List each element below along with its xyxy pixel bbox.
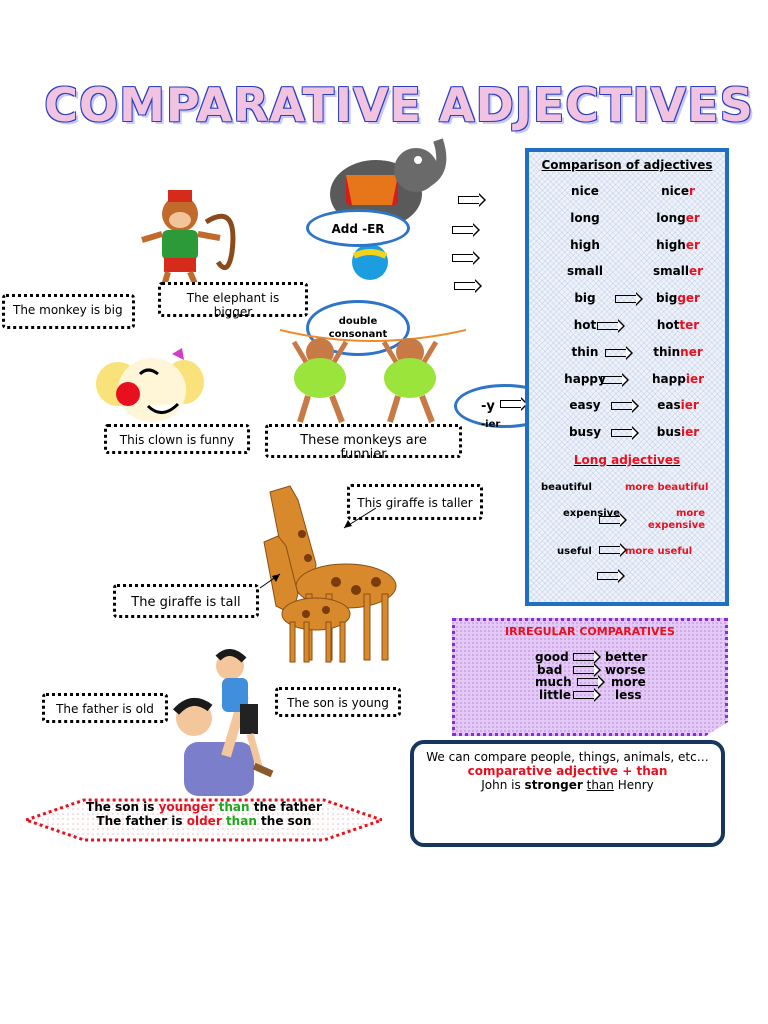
irregular-base: bad (537, 662, 563, 677)
adjective-base: happy (564, 371, 606, 386)
adjective-base: busy (568, 425, 602, 440)
long-adjective-base: expensive (563, 508, 620, 519)
long-adjective-base: useful (557, 546, 592, 557)
arrow-icon (599, 543, 627, 557)
adjective-base: big (574, 291, 596, 306)
note-line-1: We can compare people, things, animals, … (426, 750, 709, 764)
adjective-base: long (570, 210, 600, 225)
arrow-icon (573, 687, 601, 702)
add-er-text: Add -ER (331, 222, 385, 236)
long-adjectives-title: Long adjectives (573, 453, 681, 467)
arrow-icon (500, 397, 528, 411)
elephant-illustration (330, 138, 447, 280)
summary-line-1: The son is younger than the father (86, 800, 322, 814)
adjective-base: easy (569, 398, 601, 413)
adjective-base: nice (571, 184, 599, 198)
page-title: COMPARATIVE ADJECTIVES (44, 78, 754, 132)
long-adjective-comparative: more useful (625, 546, 693, 557)
irregular-comparative: better (605, 650, 648, 664)
long-adjective-comparative: more expensive (648, 508, 705, 531)
summary-line-2: The father is older than the son (96, 814, 312, 828)
adjective-comparative: longer (656, 210, 700, 225)
adjective-comparative: nicer (661, 184, 695, 198)
adjective-comparative: thinner (653, 344, 703, 359)
giraffes-illustration (263, 485, 397, 663)
clown-label: This clown is funny (104, 424, 250, 454)
monkey-label: The monkey is big (2, 294, 135, 329)
adjective-comparative: bigger (656, 291, 700, 306)
arrow-icon (452, 223, 480, 237)
arrow-icon (605, 345, 633, 360)
adjective-base: thin (571, 344, 599, 359)
irregular-base: little (539, 687, 571, 702)
irregular-title: IRREGULAR COMPARATIVES (505, 625, 675, 638)
comparison-title: Comparison of adjectives (541, 158, 713, 172)
monkeys-illustration (280, 329, 466, 424)
comparison-note-box: We can compare people, things, animals, … (410, 740, 725, 847)
arrow-icon (611, 426, 639, 441)
irregular-comparatives-box: IRREGULAR COMPARATIVES good better bad wors… (452, 618, 728, 736)
adjective-comparative: smaller (652, 264, 704, 279)
adjective-comparative: easier (657, 398, 699, 413)
arrow-icon (458, 193, 486, 207)
arrow-icon (452, 251, 480, 265)
irregular-comparative: more (611, 675, 646, 689)
pointer-arrow (259, 573, 281, 589)
arrow-icon (573, 662, 601, 677)
long-adjective-base: beautiful (541, 482, 592, 493)
irregular-comparative: less (615, 687, 642, 702)
arrow-icon (573, 650, 601, 664)
father-son-illustration (173, 649, 274, 796)
arrow-icon (597, 319, 625, 333)
monkeys-label: These monkeys are funnier (265, 424, 462, 462)
pointer-arrow (343, 507, 377, 529)
long-adjective-comparative: more beautiful (625, 482, 709, 493)
son-label: The son is young (275, 687, 401, 717)
elephant-label: The elephant is bigger (158, 282, 308, 319)
irregular-base: good (535, 650, 569, 664)
irregular-comparative: worse (605, 662, 646, 677)
adjective-base: high (570, 237, 600, 252)
adjective-comparative: hotter (656, 318, 700, 332)
adjective-comparative: busier (656, 425, 700, 440)
adjective-comparative: higher (656, 237, 700, 252)
giraffe-tall-label: The giraffe is tall (113, 584, 259, 618)
note-line-2: comparative adjective + than (467, 764, 668, 778)
summary-text: The son is younger than the father The f… (26, 800, 382, 828)
adjective-comparative: happier (652, 371, 704, 386)
arrow-icon (577, 675, 605, 689)
arrow-icon (599, 513, 627, 527)
add-er-cloud: Add -ER (306, 209, 410, 247)
summary-banner (26, 798, 382, 842)
arrow-icon (597, 569, 625, 583)
comparison-panel: Comparison of adjectives nice nicer long lo… (525, 148, 729, 606)
adjective-base: hot (573, 318, 597, 332)
arrow-icon (601, 372, 629, 387)
monkey-illustration (141, 190, 236, 288)
irregular-base: much (535, 675, 572, 689)
arrow-icon (615, 292, 643, 307)
father-label: The father is old (42, 693, 168, 723)
giraffe-taller-label: This giraffe is taller (347, 484, 483, 520)
arrow-icon (454, 279, 482, 293)
clown-illustration (96, 348, 204, 422)
adjective-base: small (567, 264, 603, 279)
arrow-icon (611, 399, 639, 414)
note-line-3: John is stronger than Henry (481, 778, 654, 792)
